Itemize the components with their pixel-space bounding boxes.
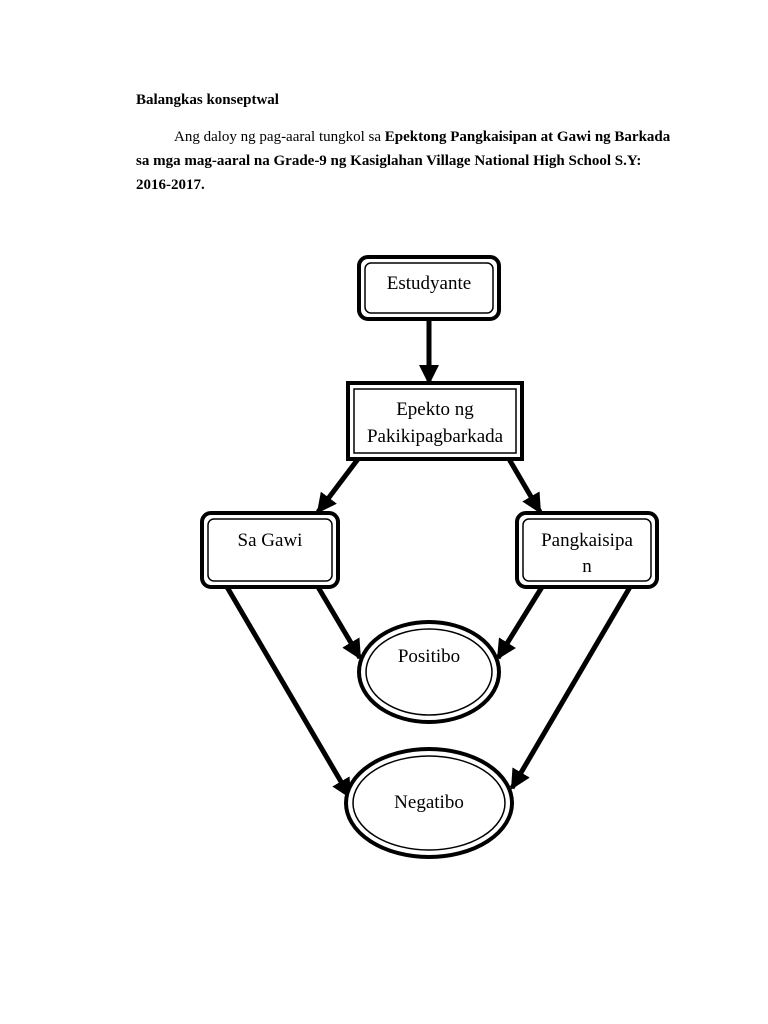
node-positibo: Positibo [357,620,501,724]
intro-bold: Epektong Pangkaisipan at Gawi ng Barkada… [136,129,671,193]
arrow-pangkaisipan-to-negatibo [509,585,633,790]
arrow-sa-gawi-to-negatibo [224,585,353,799]
arrow-epekto-to-pangkaisipan [506,457,543,514]
node-epekto-line2: Pakikipagbarkada [367,426,504,447]
node-pangkaisipan-line1: Pangkaisipa [541,530,633,551]
node-epekto-line1: Epekto ng [396,399,474,420]
node-negatibo: Negatibo [344,747,514,859]
node-sa-gawi-label: Sa Gawi [238,530,303,551]
node-pangkaisipan-line2: n [582,556,592,577]
intro-lead: Ang daloy ng pag-aaral tungkol sa [174,129,385,145]
arrow-sa-gawi-to-positibo [315,585,363,660]
intro-paragraph: Ang daloy ng pag-aaral tungkol sa Epekto… [136,125,676,197]
arrow-pangkaisipan-to-positibo [495,585,545,660]
node-epekto: Epekto ng Pakikipagbarkada [346,381,524,461]
arrow-epekto-to-sa-gawi [316,457,360,514]
node-pangkaisipan: Pangkaisipa n [515,511,659,589]
section-heading: Balangkas konseptwal [136,92,279,108]
node-estudyante: Estudyante [357,255,501,321]
node-positibo-label: Positibo [398,646,460,667]
node-negatibo-label: Negatibo [394,792,464,813]
node-estudyante-label: Estudyante [387,273,471,294]
node-sa-gawi: Sa Gawi [200,511,340,589]
